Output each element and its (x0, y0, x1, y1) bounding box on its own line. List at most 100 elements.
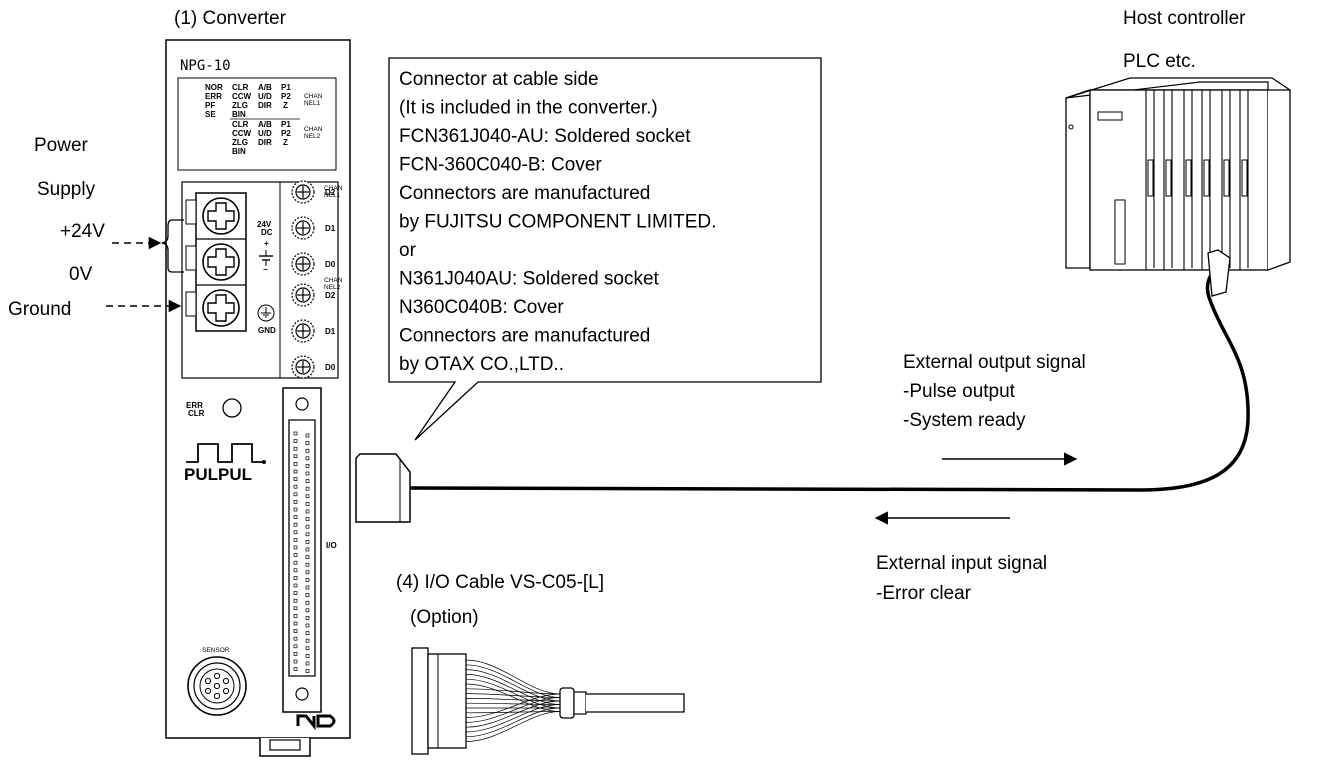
callout-line: N360C040B: Cover (399, 297, 564, 318)
gnd-label: GND (258, 326, 276, 335)
switch-label: D2 (325, 291, 336, 300)
callout-line: (It is included in the converter.) (399, 98, 658, 119)
rotary-switch-d1-icon[interactable] (291, 319, 315, 343)
ch1-p1: P1 (281, 83, 291, 92)
status-se: SE (205, 110, 216, 119)
ch1-ccw: CCW (232, 92, 252, 101)
host-title-2: PLC etc. (1123, 51, 1196, 72)
io-label: I/O (326, 541, 337, 550)
ground-symbol-icon (257, 304, 275, 322)
callout-line: by OTAX CO.,LTD.. (399, 354, 564, 375)
ch1-z: Z (283, 101, 288, 110)
ch2-clr: CLR (232, 120, 249, 129)
terminal-24v-label: 24V (257, 220, 272, 229)
callout-line: Connectors are manufactured (399, 183, 650, 204)
power-ground: Ground (8, 299, 71, 320)
ch1-clr: CLR (232, 83, 249, 92)
power-brace (161, 219, 184, 273)
error-clear-button[interactable] (222, 398, 242, 418)
terminal-screw-ground (202, 289, 240, 327)
switch-label: D0 (325, 363, 336, 372)
output-signal-text: External output signal -Pulse output -Sy… (903, 352, 1086, 431)
pulse-wave-icon (186, 443, 262, 463)
ch1-zlg: ZLG (232, 101, 248, 110)
ch2-ud: U/D (258, 129, 272, 138)
err-label: ERR (186, 401, 203, 410)
callout-line: or (399, 240, 417, 261)
ch1-bin: BIN (232, 110, 246, 119)
terminal-screw-0v (202, 243, 240, 281)
ch2-z: Z (283, 138, 288, 147)
switch-ch2-nel: NEL2 (324, 284, 341, 291)
callout-line: FCN-360C040-B: Cover (399, 155, 602, 176)
ch1-nel-label: NEL1 (304, 100, 321, 107)
input-signal-title: External input signal (876, 553, 1047, 574)
connector-callout: Connector at cable side (It is included i… (388, 57, 822, 441)
rotary-switch-d2-icon[interactable] (291, 283, 315, 307)
switch-ch2-chan: CHAN (324, 277, 343, 284)
ch2-zlg: ZLG (232, 138, 248, 147)
power-0v: 0V (69, 264, 93, 285)
ch2-p1: P1 (281, 120, 291, 129)
input-signal-text: External input signal -Error clear (876, 553, 1047, 604)
sensor-label: SENSOR (202, 647, 230, 654)
plc-unit (1065, 77, 1291, 297)
callout-line: Connector at cable side (399, 69, 599, 90)
plc-cable-connector (1207, 249, 1231, 297)
callout-line: FCN361J040-AU: Soldered socket (399, 126, 691, 147)
power-title-2: Supply (37, 179, 96, 200)
switch-ch1-nel: NEL1 (324, 192, 341, 199)
rotary-switch-d1-icon[interactable] (291, 216, 315, 240)
model-name: NPG-10 (180, 58, 231, 74)
power-24v: +24V (60, 221, 105, 242)
status-pf: PF (205, 101, 215, 110)
ch2-nel-label: NEL2 (304, 133, 321, 140)
io-cable (409, 268, 1250, 492)
ch2-p2: P2 (281, 129, 291, 138)
manufacturer-logo (296, 714, 336, 731)
status-err: ERR (205, 92, 222, 101)
input-signal-error-clear: -Error clear (876, 583, 972, 604)
converter-caption: (1) Converter (174, 8, 287, 29)
output-signal-ready: -System ready (903, 410, 1026, 431)
callout-line: Connectors are manufactured (399, 326, 650, 347)
cable-caption: (4) I/O Cable VS-C05-[L] (396, 572, 604, 593)
status-nor: NOR (205, 83, 223, 92)
switch-label: D2 (325, 188, 336, 197)
ch1-dir: DIR (258, 101, 272, 110)
terminal-plus: + (264, 239, 269, 248)
io-connector (282, 387, 322, 713)
ch2-bin: BIN (232, 147, 246, 156)
ch2-dir: DIR (258, 138, 272, 147)
ch1-chan-label: CHAN (304, 93, 323, 100)
terminal-block (185, 192, 247, 332)
cable-side-connector (355, 453, 411, 523)
ch1-ud: U/D (258, 92, 272, 101)
terminal-screw-24v (202, 197, 240, 235)
ch1-p2: P2 (281, 92, 291, 101)
switch-label: D1 (325, 327, 336, 336)
output-signal-title: External output signal (903, 352, 1086, 373)
terminal-dc-label: DC (261, 228, 273, 237)
rotary-switch-d0-icon[interactable] (291, 355, 315, 379)
host-title-1: Host controller (1123, 8, 1246, 29)
rotary-switch-d2-icon[interactable] (291, 180, 315, 204)
status-labels: NOR ERR PF SE CLR CCW ZLG BIN A/B U/D DI… (205, 83, 323, 156)
status-panel (177, 77, 337, 171)
clr-label: CLR (188, 409, 205, 418)
converter-unit: NPG-10 NOR ERR PF SE CLR CCW ZLG BIN A/B… (165, 39, 351, 757)
switch-ch1-chan: CHAN (324, 185, 343, 192)
rotary-switch-d0-icon[interactable] (291, 252, 315, 276)
switch-label: D0 (325, 260, 336, 269)
switch-label: D1 (325, 224, 336, 233)
ch2-ab: A/B (258, 120, 272, 129)
terminal-minus: − (263, 265, 268, 274)
ch2-ccw: CCW (232, 129, 252, 138)
ch2-chan-label: CHAN (304, 126, 323, 133)
output-signal-pulse: -Pulse output (903, 381, 1016, 402)
callout-line: by FUJITSU COMPONENT LIMITED. (399, 212, 716, 233)
power-supply-group: Power Supply +24V 0V Ground (8, 135, 184, 320)
